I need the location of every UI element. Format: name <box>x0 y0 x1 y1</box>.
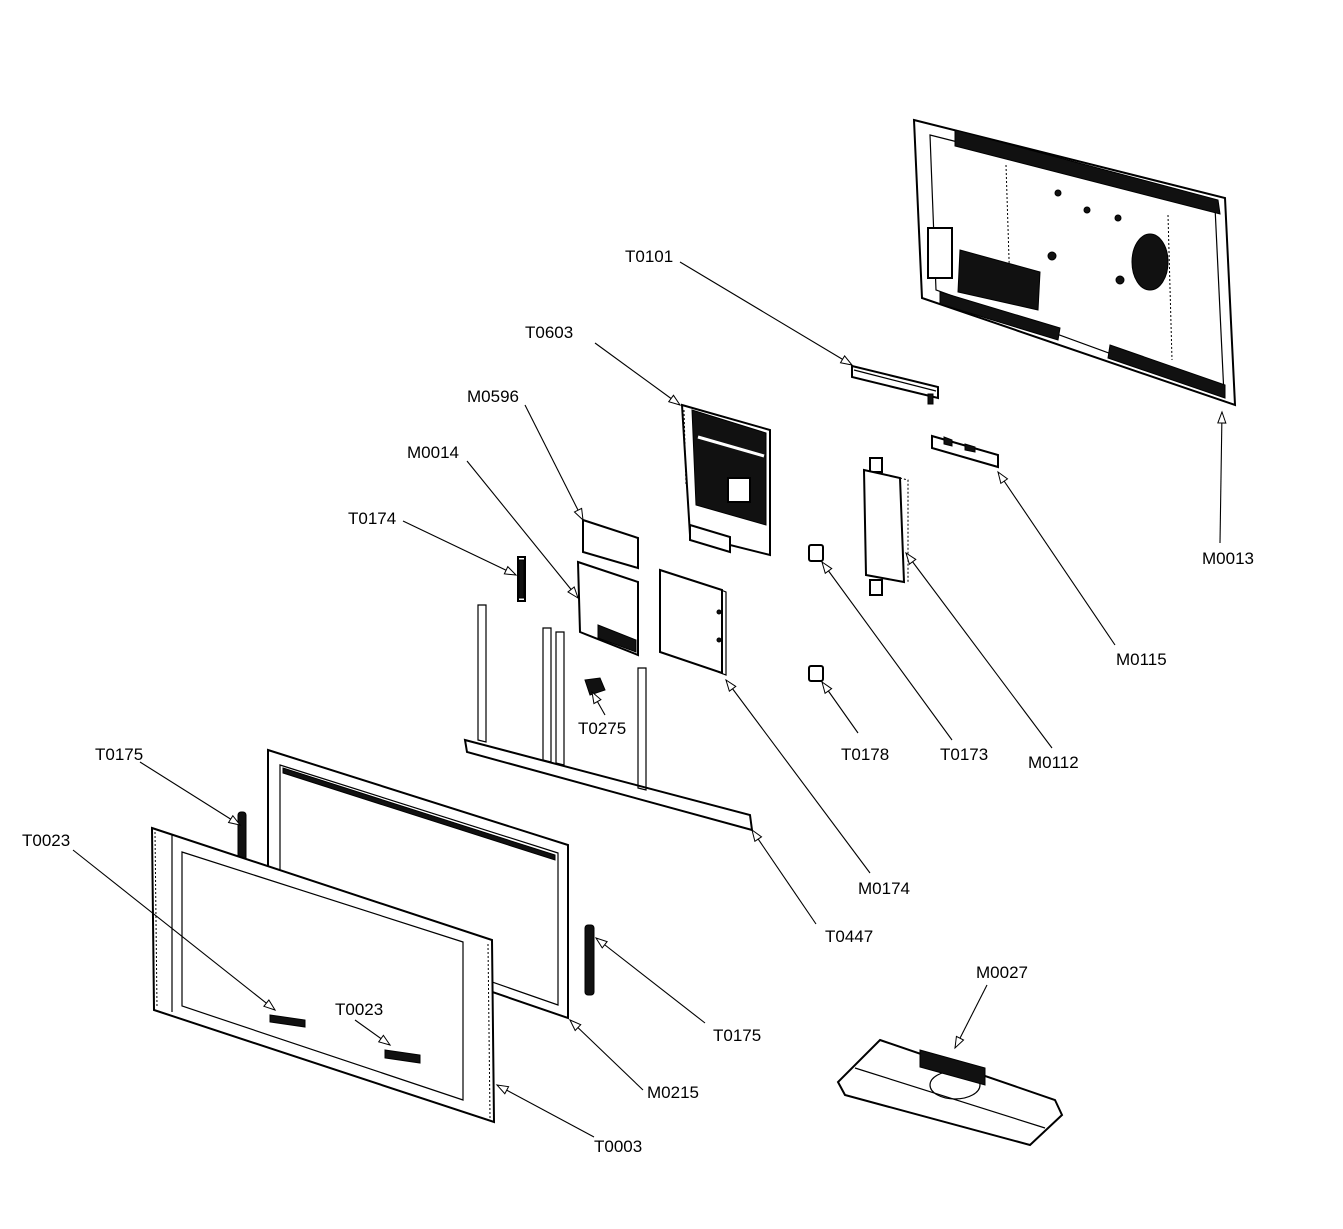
arrowhead-icon <box>495 1084 510 1095</box>
callout-t0101: T0101 <box>625 247 854 366</box>
callout-t0447: T0447 <box>751 828 873 946</box>
callout-t0175: T0175 <box>95 745 242 826</box>
callout-t0275: T0275 <box>578 690 626 738</box>
leader-line <box>72 849 276 1011</box>
callout-label: T0023 <box>335 1000 383 1019</box>
callout-layer: T0101T0603M0596M0014T0174T0275T0175T0023… <box>22 247 1254 1156</box>
callout-label: T0175 <box>95 745 143 764</box>
callout-label: T0178 <box>841 745 889 764</box>
callout-t0023: T0023 <box>22 831 277 1011</box>
callout-m0115: M0115 <box>997 470 1167 669</box>
arrowhead-icon <box>821 680 833 695</box>
callout-label: M0014 <box>407 443 459 462</box>
arrowhead-icon <box>905 551 917 566</box>
leader-line <box>725 679 871 874</box>
arrowhead-icon <box>568 1018 582 1032</box>
callout-t0023b: T0023 <box>335 1000 392 1046</box>
arrowhead-icon <box>751 828 763 843</box>
arrowhead-icon <box>997 470 1009 485</box>
arrowhead-icon <box>227 814 242 826</box>
arrowhead-icon <box>377 1034 392 1046</box>
leader-line <box>954 984 988 1049</box>
arrowhead-icon <box>725 678 737 693</box>
arrowhead-icon <box>263 999 277 1011</box>
leader-line <box>402 520 517 576</box>
callout-label: M0596 <box>467 387 519 406</box>
callout-m0596: M0596 <box>467 387 584 522</box>
callout-m0112: M0112 <box>905 551 1079 772</box>
callout-label: T0175 <box>713 1026 761 1045</box>
callout-t0173: T0173 <box>821 560 988 764</box>
callout-t0603: T0603 <box>525 323 682 406</box>
callout-m0013: M0013 <box>1202 410 1254 568</box>
rear-bracket-bar-part <box>851 364 939 405</box>
callout-label: T0275 <box>578 719 626 738</box>
arrowhead-icon <box>839 355 854 366</box>
rear-cover-part <box>912 118 1237 407</box>
leader-line <box>821 561 953 741</box>
speaker-right-part <box>584 924 595 996</box>
leader-line <box>139 761 241 826</box>
leader-line <box>751 829 817 925</box>
callout-m0014: M0014 <box>407 443 579 600</box>
arrowhead-icon <box>821 560 833 575</box>
arrowhead-icon <box>1217 410 1227 424</box>
callout-label: T0173 <box>940 745 988 764</box>
small-pcb-cover-part <box>582 518 639 570</box>
callout-label: M0013 <box>1202 549 1254 568</box>
callout-label: T0101 <box>625 247 673 266</box>
power-module-part <box>862 457 909 596</box>
arrowhead-icon <box>573 507 584 522</box>
main-board-part <box>680 403 771 557</box>
callout-m0174: M0174 <box>725 678 910 898</box>
callout-label: M0215 <box>647 1083 699 1102</box>
arrowhead-icon <box>567 586 579 600</box>
arrowhead-icon <box>503 565 518 576</box>
callout-label: T0003 <box>594 1137 642 1156</box>
stand-base-part <box>836 1038 1064 1147</box>
arrowhead-icon <box>667 394 682 406</box>
leader-line <box>524 404 584 521</box>
leader-line <box>466 460 579 599</box>
callout-label: T0603 <box>525 323 573 342</box>
side-key-board-part <box>517 556 526 602</box>
callout-label: M0115 <box>1116 650 1167 669</box>
callout-label: T0023 <box>22 831 70 850</box>
callout-t0174: T0174 <box>348 509 518 576</box>
callout-label: T0174 <box>348 509 396 528</box>
callout-label: T0447 <box>825 927 873 946</box>
leader-line <box>569 1019 644 1091</box>
callout-t0003: T0003 <box>495 1084 642 1156</box>
leader-line <box>1219 411 1223 544</box>
leader-line <box>679 261 853 366</box>
arrowhead-icon <box>594 937 608 949</box>
leader-line <box>594 342 681 406</box>
ferrite-core-lower-part <box>808 665 824 682</box>
small-pcb-part <box>576 560 639 657</box>
callout-m0215: M0215 <box>568 1018 699 1102</box>
leader-line <box>595 937 706 1024</box>
callout-label: M0112 <box>1028 753 1079 772</box>
arrowhead-icon <box>954 1035 965 1050</box>
callout-t0175b: T0175 <box>594 937 761 1045</box>
callout-m0027: M0027 <box>954 963 1028 1050</box>
callout-t0178: T0178 <box>821 680 889 764</box>
terminal-bracket-part <box>931 434 999 469</box>
callout-label: M0027 <box>976 963 1028 982</box>
cable-connector-part <box>584 677 606 696</box>
arrowhead-icon <box>591 690 602 705</box>
leader-line <box>997 471 1116 646</box>
ferrite-core-upper-part <box>808 544 824 562</box>
front-bezel-part <box>150 826 496 1124</box>
callout-label: M0174 <box>858 879 910 898</box>
leader-line <box>496 1084 595 1138</box>
leader-line <box>905 552 1053 749</box>
shield-plate-part <box>659 568 727 676</box>
